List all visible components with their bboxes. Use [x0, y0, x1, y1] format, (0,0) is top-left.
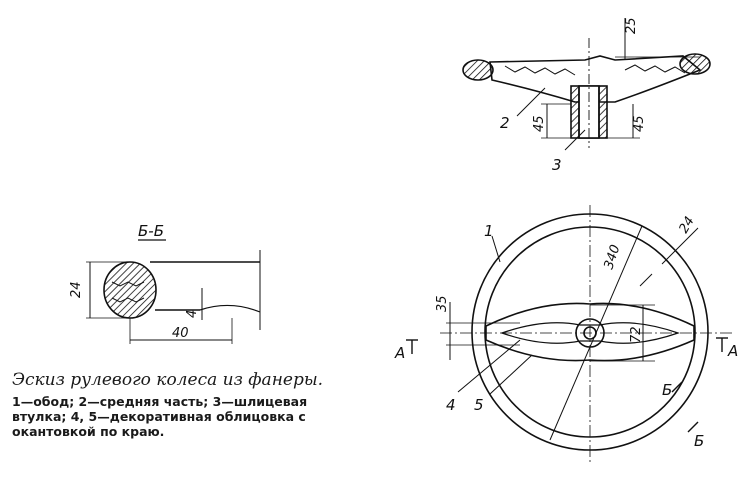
part-label-5: 5 [474, 396, 484, 414]
dim-24: 24 [69, 281, 84, 298]
dim-4: 4 [185, 310, 200, 318]
part-label-2: 2 [500, 114, 510, 132]
section-mark-a-left: А [394, 344, 405, 362]
part-label-4: 4 [446, 396, 456, 414]
section-mark-b-low: Б [694, 432, 704, 450]
dish-body [489, 55, 702, 103]
side-section-view [462, 18, 711, 151]
dim-45-right: 45 [632, 115, 647, 132]
section-bb-view [86, 239, 261, 344]
section-label: Б-Б [138, 222, 164, 240]
dim-25: 25 [624, 17, 639, 34]
dim-24-plan: 24 [676, 214, 697, 236]
dim-45-left: 45 [532, 115, 547, 132]
section-mark-b-mid: Б [662, 381, 672, 399]
plan-view [406, 205, 735, 462]
dim-35: 35 [435, 295, 450, 312]
section-mark-a-right: А [727, 342, 738, 360]
dim-340: 340 [602, 243, 624, 271]
part-label-3: 3 [552, 156, 562, 174]
part-label-1: 1 [484, 222, 494, 240]
figure-caption: Эскиз рулевого колеса из фанеры. 1—обод;… [12, 370, 357, 439]
dish-layer-lines [504, 64, 686, 76]
caption-body: 1—обод; 2—средняя часть; 3—шлицевая втул… [12, 394, 308, 439]
decorative-overlay [500, 322, 680, 344]
spoke [485, 302, 695, 362]
dim-40: 40 [172, 326, 189, 341]
rim-cross-section [103, 261, 157, 319]
dim-72: 72 [629, 326, 644, 343]
caption-title: Эскиз рулевого колеса из фанеры. [12, 370, 324, 390]
rim-left-section [462, 59, 494, 81]
